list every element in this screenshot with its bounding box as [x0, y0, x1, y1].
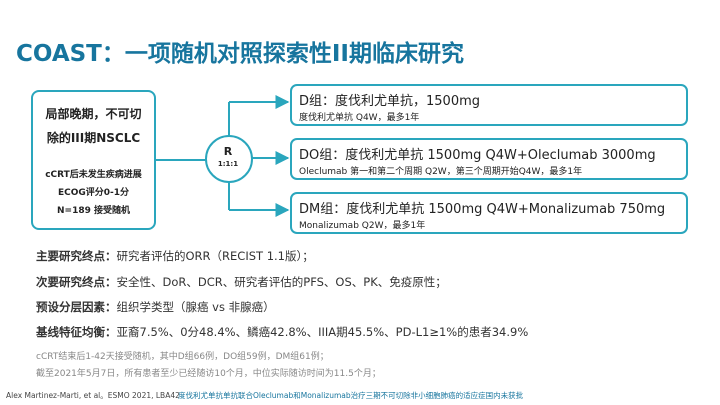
randomization-label: R — [223, 145, 233, 158]
footer-study-title: 度伐利尤单抗单抗联合Oleclumab和Monalizumab治疗三期不可切除非… — [178, 391, 524, 400]
primary-endpoint-value: 研究者评估的ORR（RECIST 1.1版）； — [116, 249, 314, 263]
arm-box-do: DO组：度伐利尤单抗 1500mg Q4W+Oleclumab 3000mg O… — [290, 138, 688, 180]
population-criteria-line3: N=189 接受随机 — [57, 206, 130, 216]
stratification-factors-value: 组织学类型（腺癌 vs 非腺癌） — [116, 300, 275, 314]
randomization-node: R 1:1:1 — [206, 145, 250, 169]
follow-up-note: 截至2021年5月7日，所有患者至少已经随访10个月，中位实际随访时间为11.5… — [36, 369, 381, 379]
secondary-endpoints-label: 次要研究终点： — [36, 275, 117, 289]
population-criteria-line2: ECOG评分0-1分 — [57, 188, 130, 198]
randomization-circle — [205, 135, 253, 183]
population-box: 局部晚期，不可切 除的III期NSCLC cCRT后未发生疾病进展 ECOG评分… — [31, 90, 156, 230]
primary-endpoint: 主要研究终点：研究者评估的ORR（RECIST 1.1版）； — [36, 248, 676, 264]
arm-dm-detail: Monalizumab Q2W，最多1年 — [299, 221, 426, 231]
arm-dm-heading: DM组：度伐利尤单抗 1500mg Q4W+Monalizumab 750mg — [299, 202, 666, 217]
arm-box-dm: DM组：度伐利尤单抗 1500mg Q4W+Monalizumab 750mg … — [290, 192, 688, 234]
baseline-characteristics-label: 基线特征均衡： — [36, 325, 117, 339]
population-criteria: cCRT后未发生疾病进展 ECOG评分0-1分 N=189 接受随机 — [35, 166, 152, 220]
baseline-characteristics-value: 亚裔7.5%、0分48.4%、鳞癌42.8%、IIIA期45.5%、PD-L1≥… — [116, 325, 529, 339]
secondary-endpoints: 次要研究终点：安全性、DoR、DCR、研究者评估的PFS、OS、PK、免疫原性； — [36, 274, 676, 290]
baseline-characteristics: 基线特征均衡：亚裔7.5%、0分48.4%、鳞癌42.8%、IIIA期45.5%… — [36, 324, 676, 340]
arm-box-d: D组：度伐利尤单抗，1500mg 度伐利尤单抗 Q4W，最多1年 — [290, 84, 688, 126]
population-criteria-line1: cCRT后未发生疾病进展 — [45, 170, 142, 180]
page-title: COAST：一项随机对照探索性II期临床研究 — [16, 41, 464, 67]
stratification-factors: 预设分层因素：组织学类型（腺癌 vs 非腺癌） — [36, 299, 676, 315]
population-main: 局部晚期，不可切 除的III期NSCLC — [37, 102, 150, 150]
arm-d-heading: D组：度伐利尤单抗，1500mg — [299, 94, 481, 109]
secondary-endpoints-value: 安全性、DoR、DCR、研究者评估的PFS、OS、PK、免疫原性； — [116, 275, 447, 289]
stratification-factors-label: 预设分层因素： — [36, 300, 117, 314]
footer-reference: Alex Martinez-Marti, et al。ESMO 2021, LB… — [6, 391, 180, 400]
randomization-ratio: 1:1:1 — [217, 160, 239, 168]
primary-endpoint-label: 主要研究终点： — [36, 249, 117, 263]
population-main-line1: 局部晚期，不可切 — [45, 107, 142, 121]
arm-do-heading: DO组：度伐利尤单抗 1500mg Q4W+Oleclumab 3000mg — [299, 148, 656, 163]
arm-do-detail: Oleclumab 第一和第二个周期 Q2W，第三个周期开始Q4W，最多1年 — [299, 167, 583, 177]
population-main-line2: 除的III期NSCLC — [46, 131, 141, 145]
randomization-note: cCRT结束后1-42天接受随机，其中D组66例，DO组59例，DM组61例； — [36, 352, 329, 362]
arm-d-detail: 度伐利尤单抗 Q4W，最多1年 — [299, 113, 420, 123]
